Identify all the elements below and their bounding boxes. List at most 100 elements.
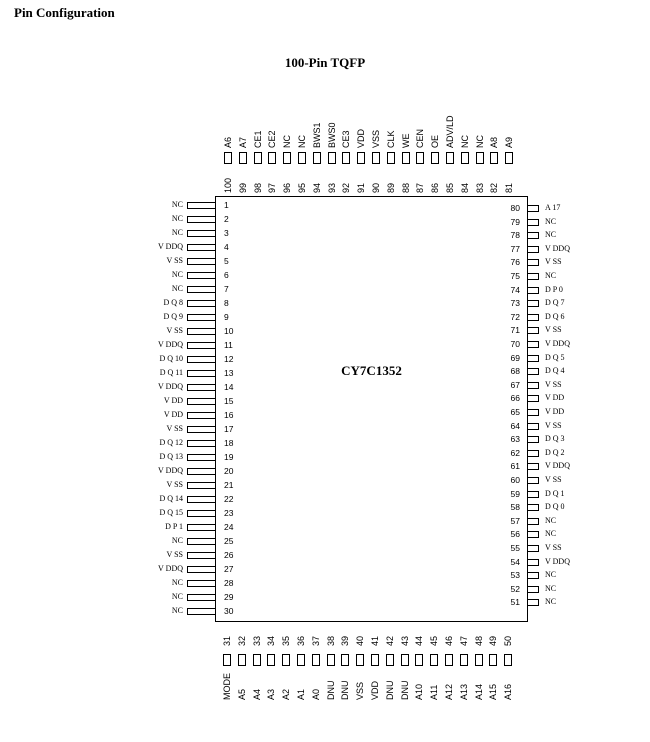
pin-label: CLK (385, 130, 396, 148)
pin-bottom-38 (326, 654, 335, 666)
pin-left-28 (187, 580, 216, 587)
pin-left-25 (187, 538, 216, 545)
pin-top-92 (342, 152, 351, 164)
pin-top-86 (431, 152, 440, 164)
pin-number: 72 (510, 311, 520, 322)
pin-bottom-32 (237, 654, 246, 666)
pin-left-2 (187, 216, 216, 223)
pin-label: A10 (414, 683, 425, 700)
chip-body (215, 196, 528, 622)
pin-number: 32 (236, 635, 247, 646)
pin-number: 99 (237, 182, 248, 193)
pin-bottom-37 (311, 654, 320, 666)
pin-left-15 (187, 398, 216, 405)
pin-right-56 (527, 531, 539, 539)
pin-top-82 (490, 152, 499, 164)
pin-left-17 (187, 426, 216, 433)
pin-label: NC (171, 592, 183, 601)
pin-label: BWS1 (311, 122, 322, 148)
pin-label: A8 (489, 136, 500, 148)
pin-left-11 (187, 342, 216, 349)
pin-number: 100 (223, 177, 233, 193)
pin-top-99 (238, 152, 247, 164)
pin-label: A7 (237, 136, 248, 148)
pin-label: NC (171, 578, 183, 587)
pin-number: 54 (510, 556, 520, 567)
pin-label: NC (171, 214, 183, 223)
pin-number: 90 (371, 182, 381, 193)
pin-bottom-36 (297, 654, 305, 666)
pin-label: NC (297, 135, 307, 148)
pin-right-70 (527, 341, 539, 348)
pin-label: NC (171, 284, 183, 293)
pin-right-76 (527, 259, 539, 267)
chip-label: CY7C1352 (341, 363, 402, 378)
pin-label: D Q 5 (545, 352, 565, 362)
pin-label: D Q 3 (545, 434, 565, 444)
pin-label: D Q 6 (545, 311, 565, 321)
pin-right-72 (527, 313, 539, 321)
page-heading: Pin Configuration (14, 5, 115, 20)
pin-label: D Q 11 (159, 368, 183, 377)
pin-number: 31 (222, 635, 232, 646)
pin-right-73 (527, 300, 539, 308)
pin-number: 36 (296, 635, 306, 646)
pin-label: NC (545, 271, 557, 280)
pin-label: V DDQ (545, 461, 570, 471)
pin-bottom-47 (459, 654, 468, 666)
pin-number: 83 (474, 182, 485, 193)
pin-label: NC (171, 200, 183, 209)
pin-label: D P 0 (545, 284, 563, 294)
pin-bottom-44 (415, 654, 424, 666)
pin-label: A14 (473, 683, 484, 700)
pin-label: BWS0 (326, 122, 337, 148)
pin-label: A2 (281, 688, 292, 700)
pin-number: 12 (224, 354, 234, 364)
package-title: 100-Pin TQFP (284, 55, 366, 70)
pin-label: V DD (545, 393, 565, 403)
pin-number: 88 (400, 182, 411, 193)
pin-number: 19 (224, 452, 234, 462)
pin-right-55 (527, 545, 539, 552)
pin-number: 68 (510, 366, 520, 377)
pin-label: A12 (444, 683, 454, 700)
pin-right-69 (527, 354, 539, 362)
pin-number: 87 (415, 182, 426, 193)
pin-number: 75 (510, 271, 520, 281)
pin-label: D Q 0 (545, 502, 565, 512)
pin-number: 23 (224, 508, 234, 518)
pin-number: 9 (224, 312, 229, 322)
pin-bottom-31 (223, 654, 231, 666)
pin-label: D Q 4 (545, 366, 565, 376)
pin-number: 22 (224, 494, 234, 504)
pin-label: V DDQ (158, 382, 183, 391)
pin-number: 82 (489, 182, 500, 193)
pin-number: 57 (510, 515, 520, 526)
pin-number: 76 (510, 257, 520, 268)
pin-number: 20 (224, 466, 234, 476)
pin-number: 53 (510, 570, 520, 581)
pin-number: 79 (510, 216, 520, 227)
pin-number: 8 (224, 298, 229, 308)
pin-left-1 (187, 202, 216, 209)
pin-label: DNU (325, 680, 336, 701)
pin-label: NC (171, 606, 183, 615)
pin-number: 11 (224, 340, 233, 350)
pin-number: 61 (510, 461, 520, 472)
pin-label: VDD (370, 680, 380, 700)
pin-label: V SS (545, 475, 562, 484)
pin-label: V SS (545, 257, 562, 267)
pin-label: NC (545, 515, 557, 525)
pin-label: D Q 1 (545, 488, 565, 498)
pin-number: 18 (224, 438, 234, 448)
pin-left-10 (187, 328, 216, 335)
pin-label: V DD (163, 410, 183, 419)
pin-label: D P 1 (165, 522, 183, 531)
pin-number: 77 (510, 243, 520, 254)
pin-top-100 (224, 152, 232, 164)
pin-top-83 (475, 152, 484, 164)
pin-number: 15 (224, 396, 234, 406)
pin-right-59 (527, 490, 539, 498)
pin-number: 59 (510, 488, 520, 499)
pin-label: VSS (355, 681, 366, 700)
